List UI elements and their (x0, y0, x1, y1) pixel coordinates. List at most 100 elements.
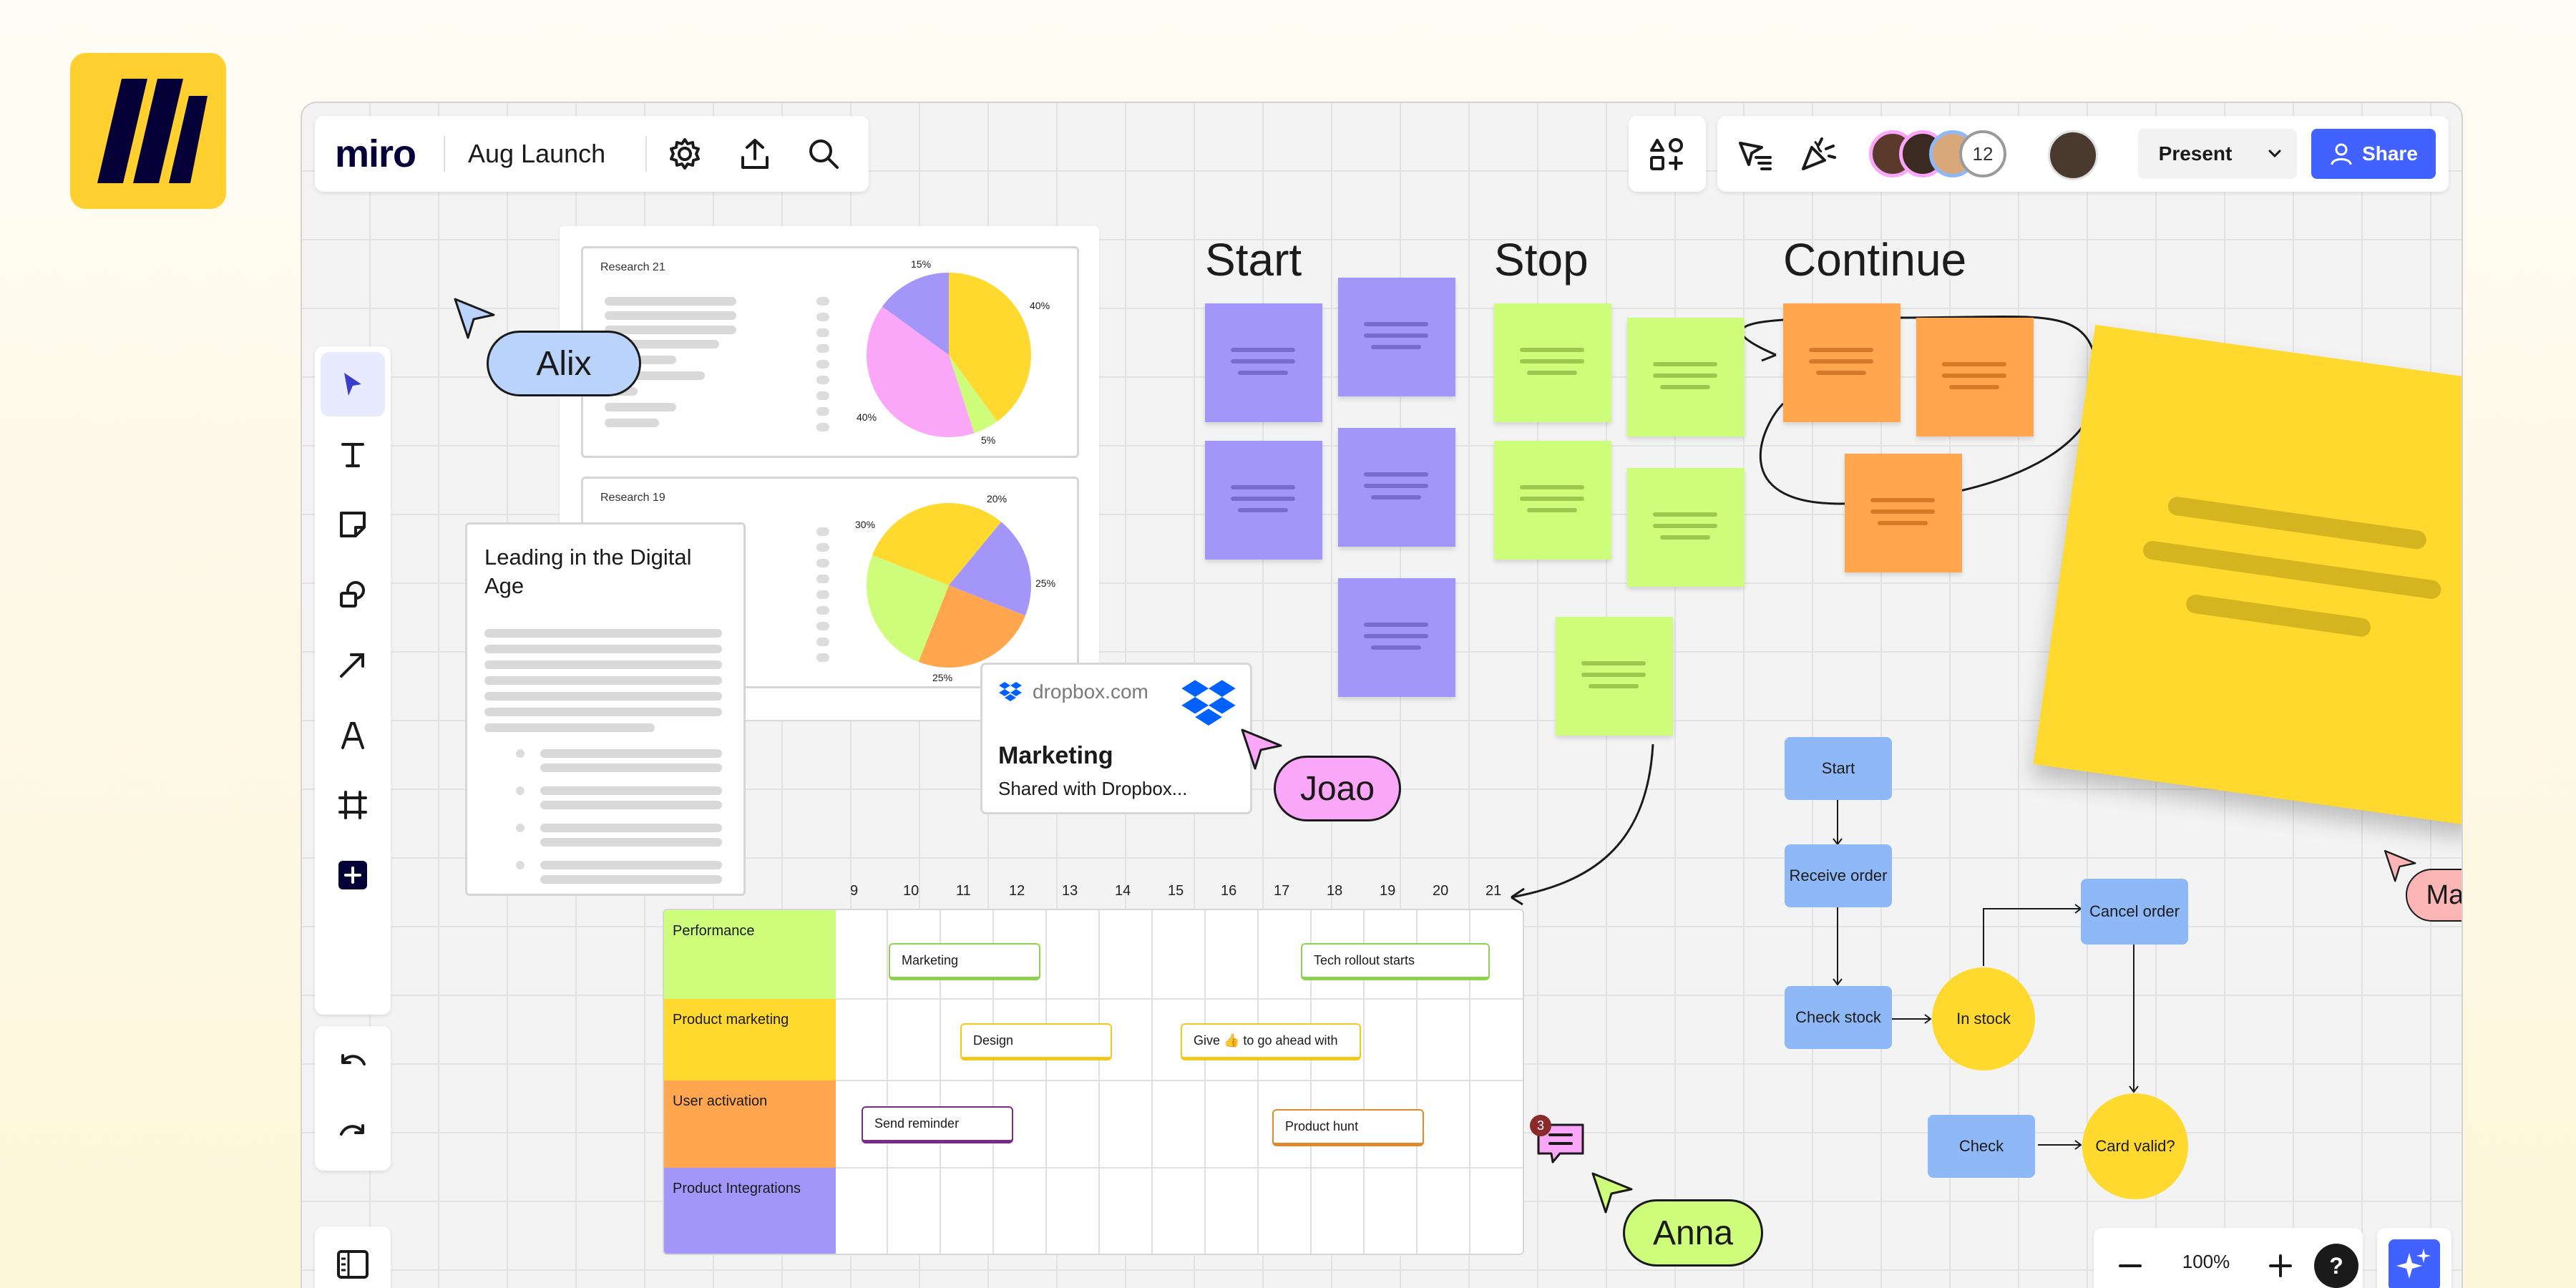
arrow-tool[interactable] (321, 633, 385, 697)
pie-label: 15% (911, 258, 932, 270)
frame-tool[interactable] (321, 773, 385, 837)
retro-start-header: Start (1205, 234, 1302, 286)
text-tool[interactable] (321, 422, 385, 487)
flow-receive-order[interactable]: Receive order (1785, 844, 1892, 907)
sticky-note[interactable] (1338, 428, 1455, 547)
timeline-row-label: Product Integrations (673, 1181, 801, 1196)
sidebar-panel-icon (337, 1250, 369, 1279)
zoom-out-button[interactable] (2111, 1246, 2150, 1285)
timeline-row-label-cell: Performance (664, 910, 836, 999)
plus-icon (338, 861, 367, 889)
pie-label: 25% (932, 672, 953, 683)
cursor-list-button[interactable] (1735, 135, 1775, 175)
timeline-column-label: 13 (1062, 883, 1078, 899)
timeline[interactable]: Performance Product marketing User activ… (663, 909, 1524, 1255)
pie-label: 40% (857, 411, 877, 423)
redo-button[interactable] (321, 1102, 385, 1166)
text-icon (341, 443, 364, 467)
sticky-note[interactable] (1627, 318, 1745, 436)
select-tool[interactable] (321, 352, 385, 416)
flow-cancel-order[interactable]: Cancel order (2081, 879, 2188, 945)
share-button[interactable]: Share (2311, 129, 2436, 179)
pie-label: 25% (1035, 577, 1056, 589)
timeline-bar[interactable]: Product hunt (1272, 1109, 1424, 1146)
panels-toolbar (315, 1226, 391, 1288)
sticky-note-icon (340, 512, 366, 537)
help-button[interactable]: ? (2314, 1244, 2358, 1288)
plus-icon (2269, 1254, 2292, 1277)
sticky-note-tool[interactable] (321, 492, 385, 557)
undo-button[interactable] (321, 1032, 385, 1096)
cursor-list-icon (1739, 142, 1772, 170)
share-label: Share (2362, 142, 2418, 165)
pie-slice (867, 555, 949, 662)
timeline-row-label: User activation (673, 1093, 768, 1109)
timeline-column-label: 9 (850, 883, 859, 899)
board-canvas[interactable]: miro Aug Launch (301, 102, 2463, 1288)
cursor-label-anna: Anna (1623, 1199, 1763, 1267)
sticky-note[interactable] (1783, 303, 1901, 422)
dropbox-small-icon (999, 682, 1022, 701)
research-card[interactable]: Research 21 15% 40% 5% 40% (581, 246, 1079, 458)
miro-wordmark[interactable]: miro (335, 132, 416, 175)
timeline-bar[interactable]: Give 👍 to go ahead with (1181, 1023, 1361, 1060)
board-title[interactable]: Aug Launch (468, 139, 606, 168)
timeline-bar[interactable]: Tech rollout starts (1301, 943, 1490, 980)
sticky-note[interactable] (1845, 454, 1962, 572)
flow-card-valid[interactable]: Card valid? (2082, 1093, 2188, 1199)
flow-start[interactable]: Start (1785, 737, 1892, 800)
sticky-note[interactable] (1205, 303, 1322, 422)
large-sticky-note[interactable] (2033, 324, 2462, 826)
ai-assistant-button[interactable] (2389, 1239, 2440, 1288)
cursor-label-maria: Maria (2406, 869, 2462, 922)
document-title: Leading in the Digital Age (484, 545, 692, 598)
flow-in-stock[interactable]: In stock (1932, 967, 2035, 1070)
present-button-group: Present (2138, 129, 2297, 179)
sticky-note[interactable] (1916, 318, 2034, 436)
sticky-note[interactable] (1338, 278, 1455, 396)
timeline-bar[interactable]: Send reminder (862, 1106, 1013, 1143)
retro-stop-header: Stop (1494, 234, 1589, 286)
pie-slice (949, 522, 1031, 616)
sticky-note[interactable] (1494, 441, 1611, 560)
present-dropdown[interactable] (2253, 129, 2297, 179)
current-user-avatar[interactable] (2048, 130, 2098, 180)
comment-icon (1537, 1123, 1584, 1163)
timeline-column-label: 18 (1327, 883, 1343, 899)
search-button[interactable] (804, 135, 843, 173)
toggle-panel-button[interactable] (321, 1232, 385, 1288)
cursor-label-joao: Joao (1274, 756, 1401, 821)
timeline-row-label-cell: Product marketing (664, 999, 836, 1080)
timeline-column-label: 10 (903, 883, 919, 899)
research-card-title: Research 19 (600, 492, 665, 504)
sticky-note[interactable] (1338, 578, 1455, 697)
dropbox-card[interactable]: dropbox.com Marketing Shared with Dropbo… (980, 663, 1252, 814)
upload-icon (741, 139, 769, 169)
timeline-bar[interactable]: Marketing (889, 943, 1040, 980)
flow-check-stock[interactable]: Check stock (1785, 986, 1892, 1049)
add-tool[interactable] (321, 843, 385, 907)
shapes-tool[interactable] (321, 562, 385, 627)
dropbox-domain: dropbox.com (1033, 680, 1148, 703)
sticky-note[interactable] (1627, 468, 1745, 587)
timeline-bar[interactable]: Design (960, 1023, 1112, 1060)
present-button[interactable]: Present (2158, 142, 2233, 165)
divider (444, 136, 445, 172)
settings-button[interactable] (665, 135, 704, 173)
sticky-note[interactable] (1494, 303, 1611, 422)
reactions-button[interactable] (1797, 135, 1838, 175)
sticky-note[interactable] (1556, 617, 1673, 736)
comment-marker[interactable]: 3 (1530, 1115, 1586, 1163)
export-button[interactable] (736, 135, 774, 173)
pen-tool[interactable] (321, 703, 385, 767)
document-card[interactable]: Leading in the Digital Age (465, 522, 746, 896)
sticky-note[interactable] (1205, 441, 1322, 560)
zoom-level[interactable]: 100% (2182, 1251, 2230, 1272)
apps-button[interactable] (1647, 135, 1687, 175)
collaborators-count[interactable]: 12 (1959, 130, 2006, 177)
cursor-icon (344, 373, 361, 396)
timeline-column-label: 15 (1168, 883, 1184, 899)
zoom-in-button[interactable] (2261, 1246, 2300, 1285)
flow-check[interactable]: Check (1928, 1115, 2035, 1178)
pie-label: 20% (987, 493, 1008, 504)
